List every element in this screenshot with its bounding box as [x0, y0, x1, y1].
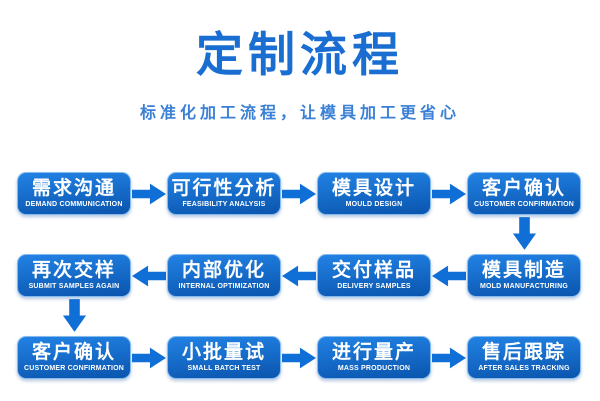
arrow-left-icon: [281, 254, 317, 297]
step-mass-production: 进行量产 MASS PRODUCTION: [317, 336, 431, 379]
step-label-zh: 售后跟踪: [481, 342, 566, 363]
step-label-zh: 需求沟通: [31, 178, 116, 199]
step-feasibility-analysis: 可行性分析 FEASIBILITY ANALYSIS: [167, 172, 281, 215]
step-mould-design: 模具设计 MOULD DESIGN: [317, 172, 431, 215]
arrow-right-icon: [281, 172, 317, 215]
step-label-zh: 可行性分析: [171, 178, 277, 199]
step-label-en: DEMAND COMMUNICATION: [25, 201, 123, 208]
step-label-en: MASS PRODUCTION: [337, 365, 411, 372]
step-delivery-samples: 交付样品 DELIVERY SAMPLES: [317, 254, 431, 297]
arrow-left-icon: [131, 254, 167, 297]
step-label-zh: 客户确认: [481, 178, 566, 199]
step-label-zh: 内部优化: [181, 260, 266, 281]
step-customer-confirmation-1: 客户确认 CUSTOMER CONFIRMATION: [467, 172, 581, 215]
step-label-en: AFTER SALES TRACKING: [478, 365, 570, 372]
step-mold-manufacturing: 模具制造 MOLD MANUFACTURING: [467, 254, 581, 297]
page-subtitle: 标准化加工流程，让模具加工更省心: [139, 105, 460, 122]
step-label-zh: 小批量试: [181, 342, 266, 363]
step-label-zh: 模具制造: [481, 260, 566, 281]
step-label-en: SMALL BATCH TEST: [187, 365, 261, 372]
step-label-en: CUSTOMER CONFIRMATION: [24, 365, 124, 372]
step-label-en: CUSTOMER CONFIRMATION: [474, 201, 574, 208]
step-internal-optimization: 内部优化 INTERNAL OPTIMIZATION: [167, 254, 281, 297]
step-label-en: INTERNAL OPTIMIZATION: [178, 283, 270, 290]
step-label-en: FEASIBILITY ANALYSIS: [182, 201, 266, 208]
step-label-en: MOULD DESIGN: [345, 201, 403, 208]
page-title: 定制流程: [196, 28, 404, 81]
step-label-zh: 交付样品: [331, 260, 416, 281]
arrow-down-icon: [467, 215, 581, 254]
process-flowchart: 需求沟通 DEMAND COMMUNICATION 可行性分析 FEASIBIL…: [17, 172, 581, 379]
step-label-en: MOLD MANUFACTURING: [480, 283, 568, 290]
step-submit-samples-again: 再次交样 SUBMIT SAMPLES AGAIN: [17, 254, 131, 297]
arrow-right-icon: [131, 336, 167, 379]
step-after-sales-tracking: 售后跟踪 AFTER SALES TRACKING: [467, 336, 581, 379]
arrow-right-icon: [131, 172, 167, 215]
step-small-batch-test: 小批量试 SMALL BATCH TEST: [167, 336, 281, 379]
step-label-en: DELIVERY SAMPLES: [337, 283, 411, 290]
arrow-left-icon: [431, 254, 467, 297]
step-demand-communication: 需求沟通 DEMAND COMMUNICATION: [17, 172, 131, 215]
arrow-right-icon: [281, 336, 317, 379]
step-label-zh: 再次交样: [31, 260, 116, 281]
step-label-zh: 进行量产: [331, 342, 416, 363]
arrow-right-icon: [431, 336, 467, 379]
arrow-down-icon: [17, 297, 131, 336]
arrow-right-icon: [431, 172, 467, 215]
step-customer-confirmation-2: 客户确认 CUSTOMER CONFIRMATION: [17, 336, 131, 379]
step-label-zh: 客户确认: [31, 342, 116, 363]
step-label-zh: 模具设计: [331, 178, 416, 199]
step-label-en: SUBMIT SAMPLES AGAIN: [28, 283, 120, 290]
